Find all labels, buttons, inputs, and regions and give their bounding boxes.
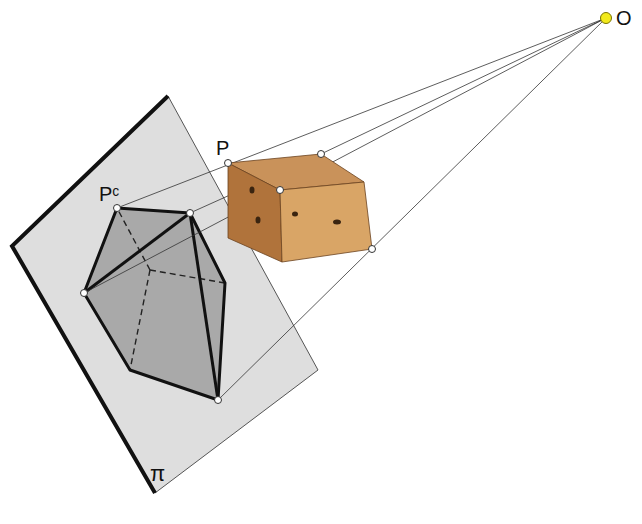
point-label: P [216,138,229,158]
point-label: Pᶜ [99,184,119,204]
point-label: O [616,8,632,28]
point-markers [81,151,376,404]
projection-plane [12,96,318,493]
point-label: π [150,463,165,485]
projection-rays [84,18,606,400]
projection-center [601,13,612,24]
wood-knots [250,187,342,225]
wooden-cube [228,154,372,262]
visible-edges [84,208,225,400]
projected-shadow [84,208,225,400]
